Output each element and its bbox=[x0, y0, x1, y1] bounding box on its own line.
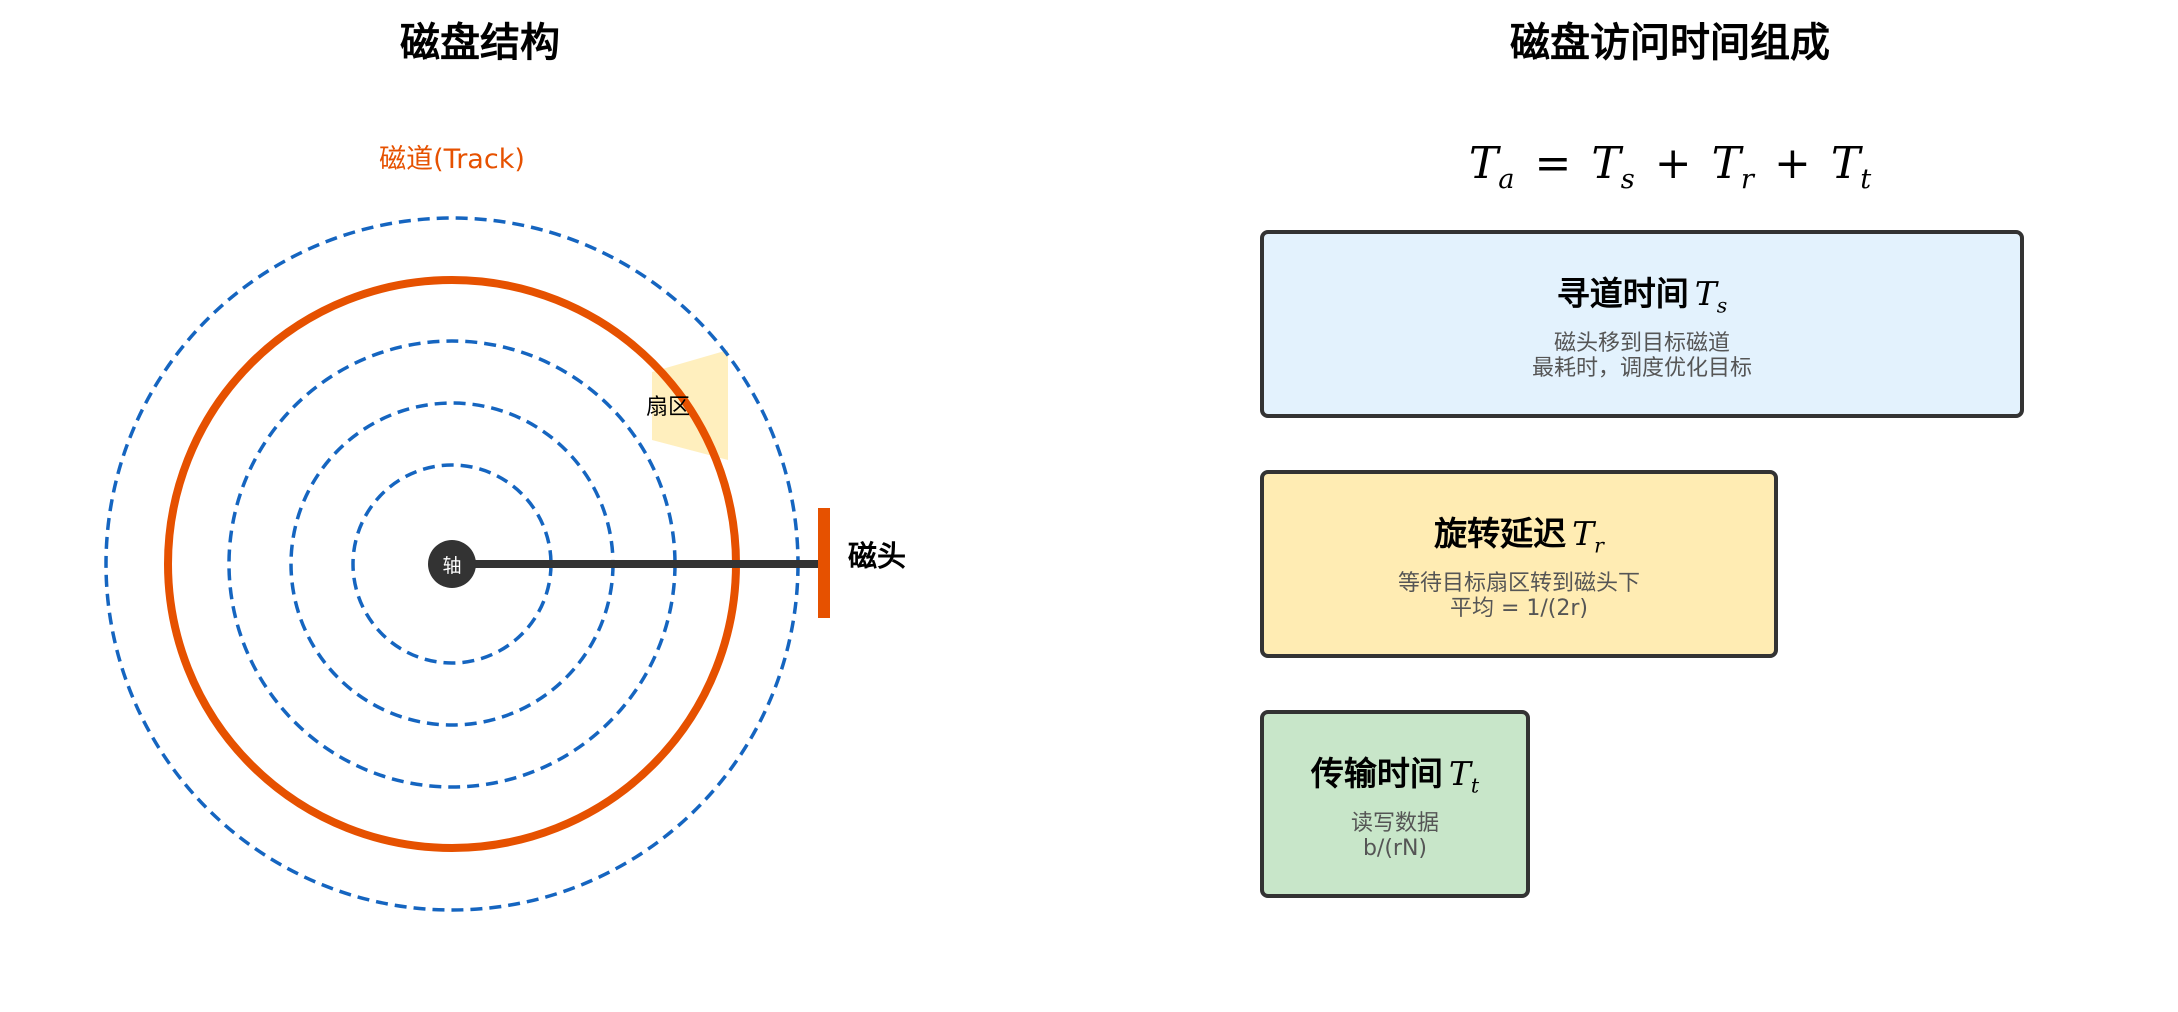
disk-structure-title: 磁盘结构 bbox=[400, 20, 560, 66]
seek-time-description: 磁头移到目标磁道 最耗时，调度优化目标 bbox=[1531, 331, 1752, 382]
access-time-title: 磁盘访问时间组成 bbox=[1510, 20, 1830, 66]
track-label: 磁道(Track) bbox=[379, 144, 525, 175]
disk-diagram: 磁道(Track) 扇区 轴 磁头 bbox=[104, 144, 906, 912]
access-time-formula: Ta = Ts + Tr + Tt bbox=[1468, 138, 1872, 195]
transfer-time-description: 读写数据 b/(rN) bbox=[1350, 811, 1439, 862]
sector-label: 扇区 bbox=[646, 395, 690, 420]
rotational-latency-description: 等待目标扇区转到磁头下 平均 = 1/(2r) bbox=[1397, 571, 1640, 622]
head-label: 磁头 bbox=[848, 539, 906, 573]
spindle-label: 轴 bbox=[442, 555, 461, 577]
spindle bbox=[428, 540, 476, 588]
